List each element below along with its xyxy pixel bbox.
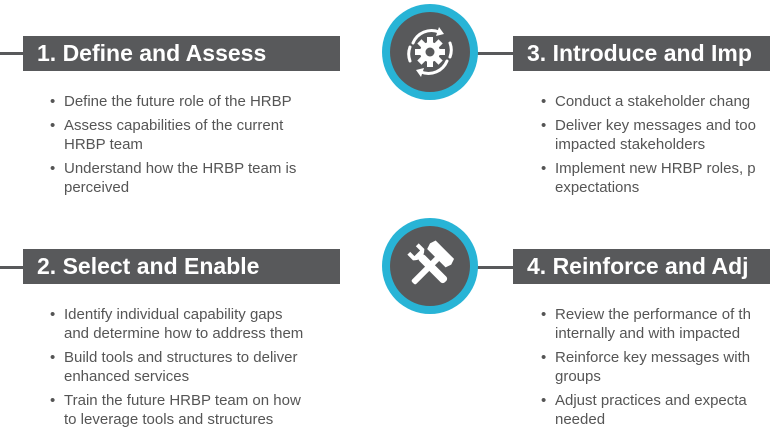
step-3-bullets: Conduct a stakeholder chang Deliver key …	[541, 92, 770, 202]
gear-cycle-icon	[407, 27, 453, 77]
bullet-item: Review the performance of th internally …	[541, 305, 770, 343]
step-1-bullets: Define the future role of the HRBP Asses…	[50, 92, 350, 202]
gear-cycle-icon-badge	[382, 4, 478, 100]
step-4-bullets: Review the performance of th internally …	[541, 305, 770, 434]
step-2-title: 2. Select and Enable	[37, 253, 260, 279]
bullet-item: Reinforce key messages with groups	[541, 348, 770, 386]
step-3-header: 3. Introduce and Imp	[513, 36, 770, 71]
bullet-item: Adjust practices and expecta needed	[541, 391, 770, 429]
bullet-item: Identify individual capability gaps and …	[50, 305, 350, 343]
step-1-header: 1. Define and Assess	[23, 36, 340, 71]
step-4-header: 4. Reinforce and Adj	[513, 249, 770, 284]
bullet-item: Deliver key messages and too impacted st…	[541, 116, 770, 154]
tools-icon	[407, 240, 455, 285]
bullet-item: Assess capabilities of the current HRBP …	[50, 116, 350, 154]
bullet-item: Train the future HRBP team on how to lev…	[50, 391, 350, 429]
step-3-title: 3. Introduce and Imp	[527, 40, 752, 66]
bullet-item: Define the future role of the HRBP	[50, 92, 350, 111]
tools-icon-badge	[382, 218, 478, 314]
step-1-title: 1. Define and Assess	[37, 40, 267, 66]
step-4-title: 4. Reinforce and Adj	[527, 253, 749, 279]
bullet-item: Understand how the HRBP team is perceive…	[50, 159, 350, 197]
connector-line-left-top	[0, 52, 30, 55]
bullet-item: Implement new HRBP roles, p expectations	[541, 159, 770, 197]
bullet-item: Build tools and structures to deliver en…	[50, 348, 350, 386]
step-2-bullets: Identify individual capability gaps and …	[50, 305, 350, 434]
step-2-header: 2. Select and Enable	[23, 249, 340, 284]
connector-line-center-bottom	[470, 266, 520, 269]
bullet-item: Conduct a stakeholder chang	[541, 92, 770, 111]
connector-line-center-top	[470, 52, 520, 55]
connector-line-left-bottom	[0, 266, 30, 269]
